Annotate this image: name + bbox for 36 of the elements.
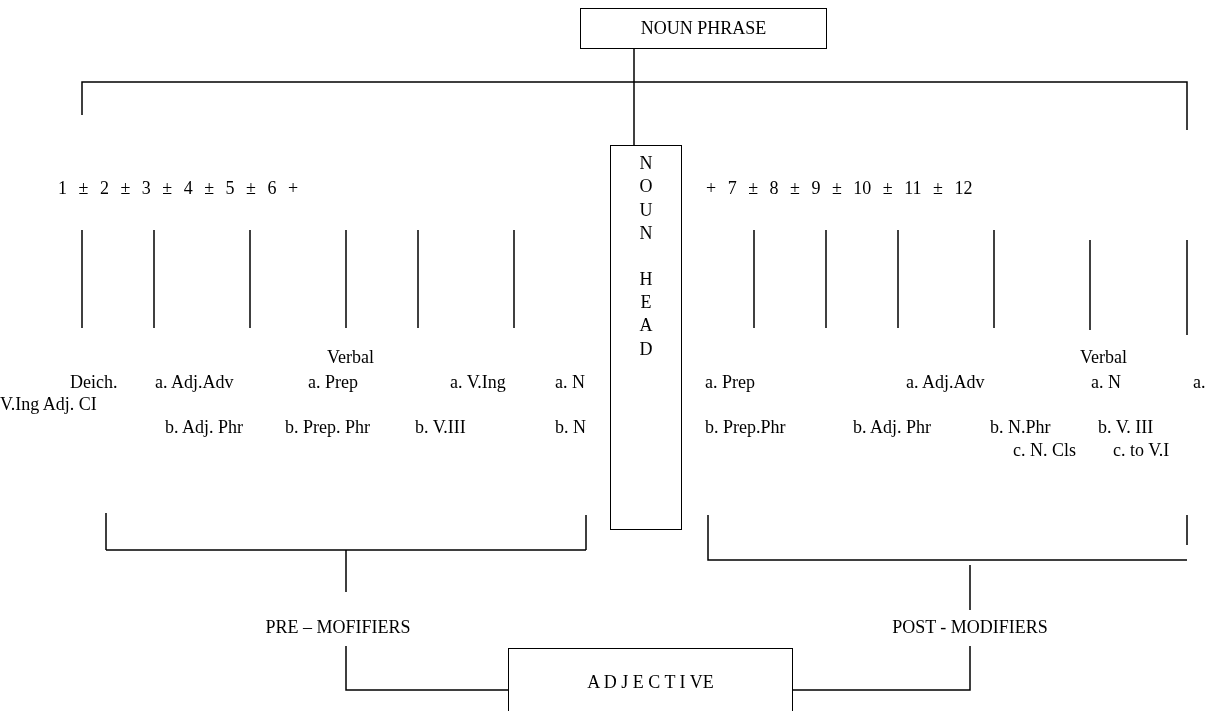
modifier-label: b. V.III	[415, 417, 466, 437]
modifier-label: a. N	[1091, 372, 1121, 392]
modifier-label: Verbal	[327, 347, 374, 367]
modifier-label: b. Adj. Phr	[853, 417, 931, 437]
box-title: NOUN PHRASE	[640, 16, 767, 40]
slot-number-row: 1 ± 2 ± 3 ± 4 ± 5 ± 6 +	[58, 178, 299, 198]
modifier-label: b. N	[555, 417, 586, 437]
modifier-label: b. Adj. Phr	[165, 417, 243, 437]
vertical-text: NOUN	[638, 152, 654, 246]
modifier-label: b. V. III	[1098, 417, 1154, 437]
modifier-label: a. Adj.Adv	[155, 372, 234, 392]
slot-number-row: + 7 ± 8 ± 9 ± 10 ± 11 ± 12	[706, 178, 973, 198]
modifier-label: a. Adj.Adv	[906, 372, 985, 392]
modifier-label: a. Prep	[308, 372, 358, 392]
modifier-label: c. to V.I	[1113, 440, 1170, 460]
category-box	[508, 648, 793, 711]
modifier-label: Deich.	[70, 372, 118, 392]
modifier-label: a. N	[555, 372, 585, 392]
modifier-label: b. Prep. Phr	[285, 417, 370, 437]
modifier-label: a. V.Ing	[450, 372, 506, 392]
category-box	[580, 8, 827, 49]
modifier-label: b. Prep.Phr	[705, 417, 786, 437]
category-label: POST - MODIFIERS	[870, 616, 1070, 640]
connector-line	[792, 645, 971, 691]
modifier-label: a. Prep	[705, 372, 755, 392]
head-box	[610, 145, 682, 530]
connector-line	[345, 645, 509, 691]
connector-line	[633, 48, 635, 146]
category-label: PRE – MOFIFIERS	[248, 616, 428, 640]
box-title: A D J E C T I VE	[587, 671, 714, 695]
modifier-label: a.	[1193, 372, 1206, 392]
modifier-label: c. N. Cls	[1013, 440, 1076, 460]
modifier-label: V.Ing Adj. CI	[0, 394, 97, 414]
modifier-label: Verbal	[1080, 347, 1127, 367]
vertical-text: HEAD	[638, 267, 654, 361]
modifier-label: b. N.Phr	[990, 417, 1051, 437]
